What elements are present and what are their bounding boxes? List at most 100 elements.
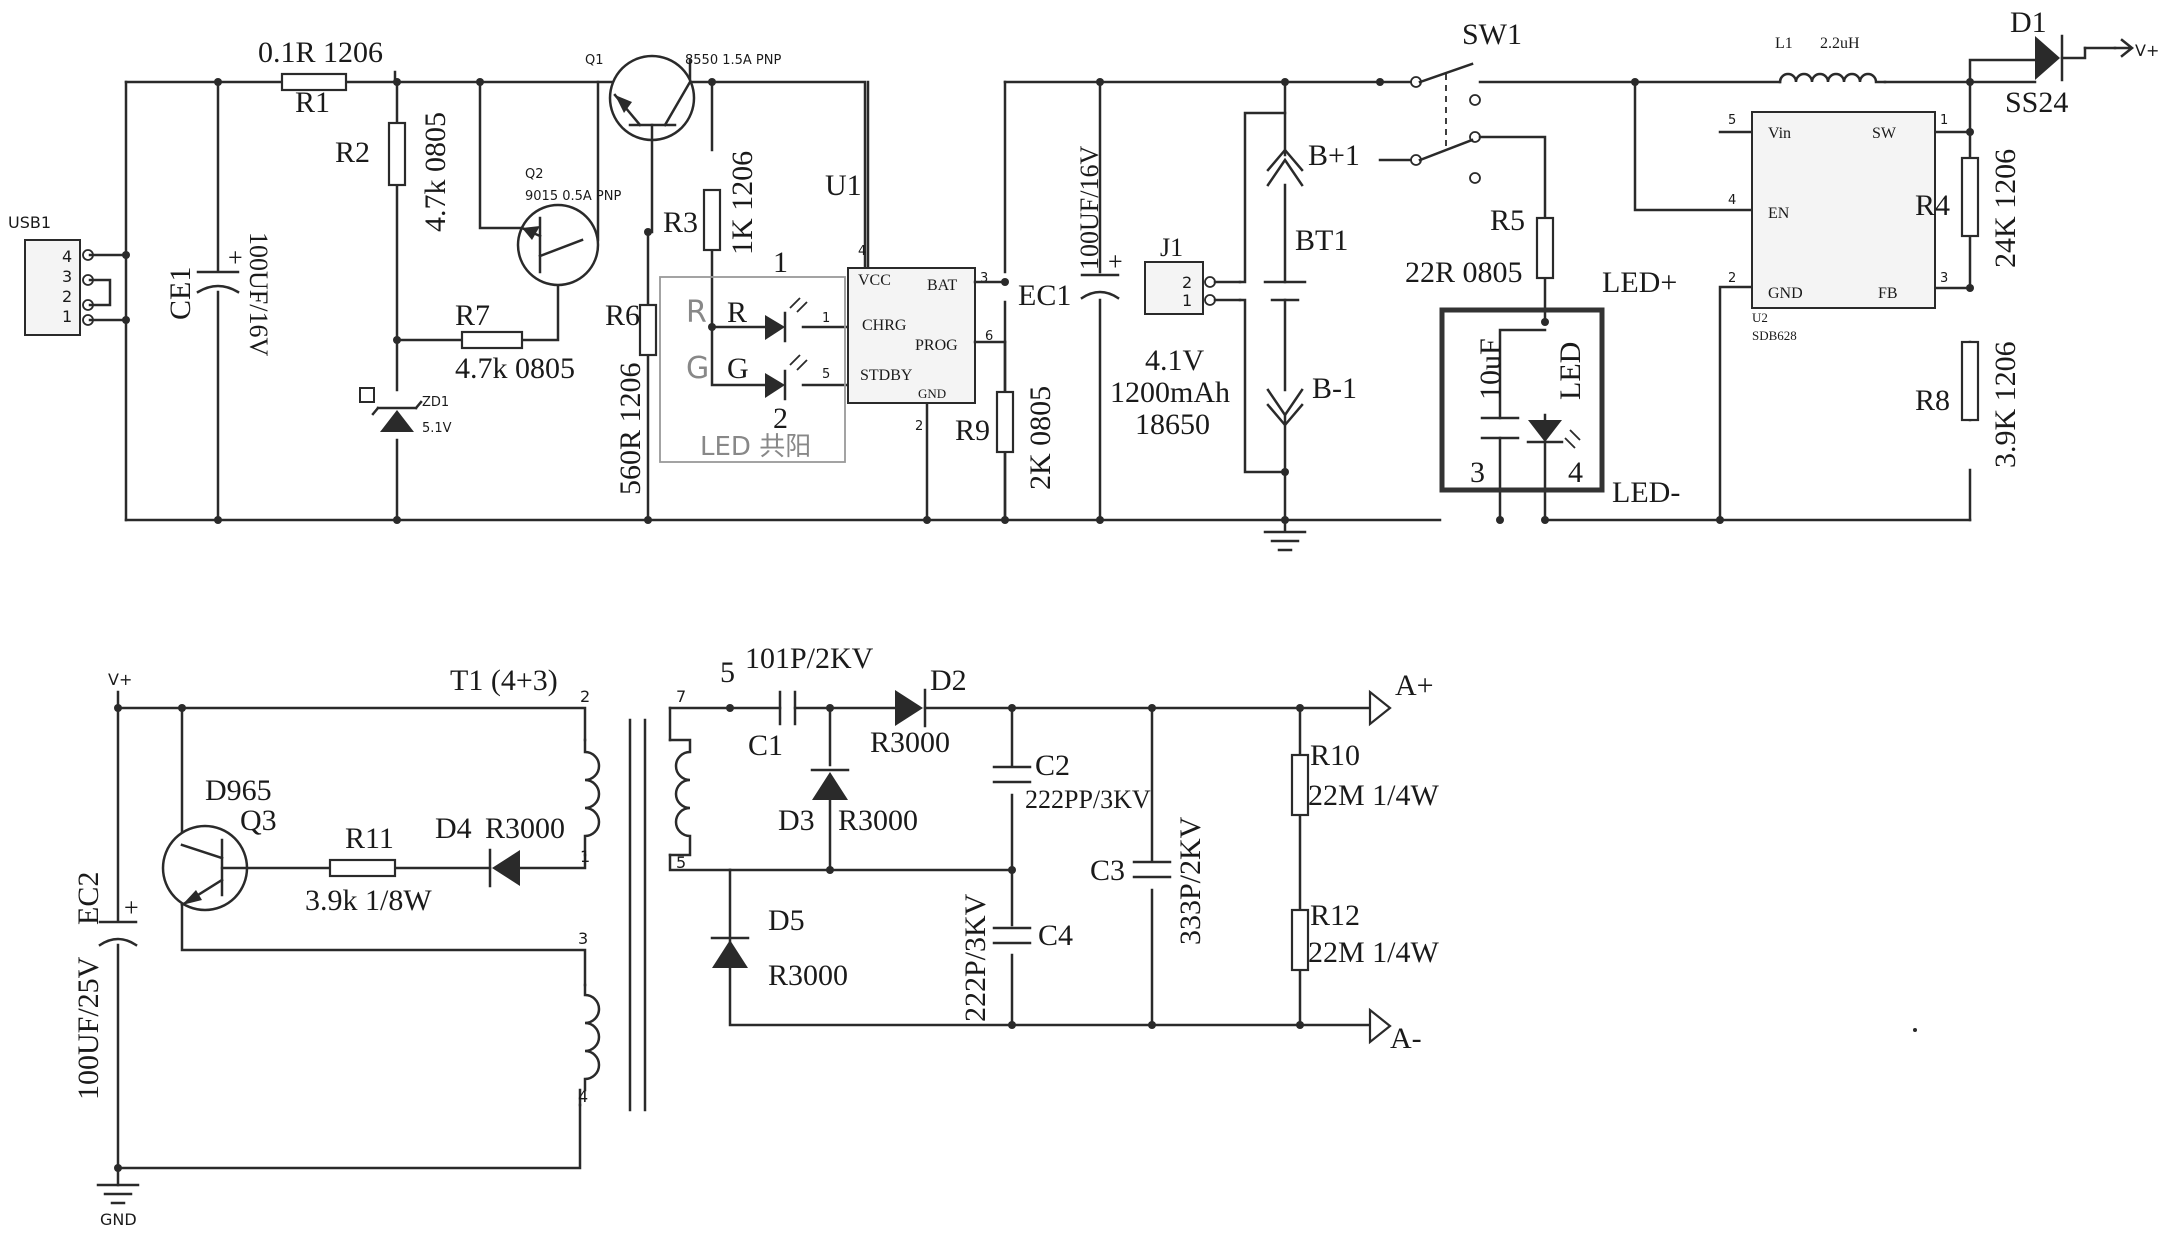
d5-value: R3000 [768, 959, 848, 992]
u2-ref: U2 [1752, 310, 1768, 325]
ce1-ref: CE1 [164, 267, 197, 320]
u2-pin-1: 1 [1940, 113, 1948, 128]
c4-ref: C4 [1038, 919, 1073, 952]
vplus-top: V+ [2135, 41, 2159, 60]
module-pad-4: 4 [1568, 456, 1583, 489]
c1-ref: C1 [748, 729, 783, 762]
r9-value: 2K 0805 [1024, 386, 1057, 490]
q1-ref: Q1 [585, 53, 604, 68]
u1-vcc: VCC [858, 272, 891, 289]
ec1-value: 100UF/16V [1075, 146, 1104, 270]
d2-value: R3000 [870, 726, 950, 759]
u1-pin-3: 3 [980, 271, 988, 286]
u1-bat: BAT [927, 277, 957, 294]
r6-ref: R6 [605, 299, 640, 332]
capacitor-c4: C4 222P/3KV [959, 893, 1073, 1022]
ec1-plus: + [1108, 247, 1123, 276]
battery-voltage: 4.1V [1145, 344, 1205, 377]
r1-value: 0.1R 1206 [258, 36, 383, 69]
q1-value: 8550 1.5A PNP [685, 53, 781, 68]
ce1-value: 100UF/16V [244, 232, 273, 356]
usb-pin-4: 4 [62, 247, 72, 266]
c2-value: 222PP/3KV [1025, 785, 1151, 814]
resistor-r1: 0.1R 1206 R1 [258, 36, 383, 119]
u2-pin-2: 2 [1728, 271, 1736, 286]
r9-ref: R9 [955, 414, 990, 447]
led-group-label: LED 共阳 [700, 432, 811, 462]
diode-d5: D5 R3000 [712, 904, 848, 992]
d4-ref: D4 [435, 812, 472, 845]
vplus-bottom-terminal: V+ [108, 670, 132, 708]
capacitor-c3: C3 333P/2KV [1090, 816, 1207, 945]
led-r-grey: R [686, 295, 707, 330]
u2-pin-4: 4 [1728, 193, 1736, 208]
node-5: 5 [720, 656, 735, 689]
output-terminal-a-minus: A- [1370, 1010, 1422, 1055]
cap-10uf: 10uF [1474, 338, 1507, 400]
q3-type: D965 [205, 774, 272, 807]
u1-stdby: STDBY [860, 367, 913, 384]
diode-d4: D4 R3000 [435, 812, 565, 886]
resistor-r3: R3 1K 1206 [663, 151, 759, 255]
led-plus-label: LED+ [1602, 266, 1677, 299]
usb-pin-3: 3 [62, 267, 72, 286]
led-group-common-anode: 1 2 R G R G LED 共阳 [660, 246, 845, 462]
u2-sw: SW [1872, 125, 1897, 142]
bottom-junction-dots [114, 704, 1304, 1172]
t1-pin-4: 4 [578, 1087, 588, 1106]
usb-connector: USB1 4 3 2 1 [8, 213, 93, 335]
ec2-value: 100UF/25V [72, 956, 105, 1100]
ground-symbol-bottom: GND [98, 1168, 138, 1229]
c4-value: 222P/3KV [959, 893, 992, 1022]
t1-pin-7: 7 [676, 687, 686, 706]
usb-ref: USB1 [8, 213, 51, 232]
u1-pin-1: 1 [822, 311, 830, 326]
a-plus-label: A+ [1395, 669, 1434, 702]
d5-ref: D5 [768, 904, 805, 937]
r4-ref: R4 [1915, 189, 1950, 222]
zener-zd1: ZD1 5.1V [360, 388, 452, 436]
zd1-value: 5.1V [422, 421, 452, 436]
u1-pin-5: 5 [822, 367, 830, 382]
ec2-plus: + [124, 893, 139, 922]
ec2-ref: EC2 [72, 872, 105, 925]
u1-gnd: GND [918, 386, 946, 401]
diode-d1: D1 SS24 V+ [1970, 6, 2159, 119]
a-minus-label: A- [1390, 1022, 1422, 1055]
battery-capacity: 1200mAh [1110, 376, 1230, 409]
l1-value: 2.2uH [1820, 35, 1860, 52]
gnd-label: GND [100, 1210, 137, 1229]
r7-value: 4.7k 0805 [455, 352, 575, 385]
led-label: LED [1554, 342, 1587, 400]
r12-value: 22M 1/4W [1308, 936, 1440, 969]
resistor-r2: R2 4.7k 0805 [335, 112, 452, 232]
r1-ref: R1 [295, 86, 330, 119]
j1-pin-2: 2 [1182, 273, 1192, 292]
u1-pin-4: 4 [858, 244, 866, 259]
diode-d3: D3 R3000 [778, 770, 918, 837]
resistor-r11: R11 3.9k 1/8W [305, 822, 432, 917]
q3-ref: Q3 [240, 804, 277, 837]
boost-ic-u2: Vin SW EN GND FB 5 1 4 2 3 U2 SDB628 [1728, 112, 1948, 343]
bt1-ref: BT1 [1295, 224, 1348, 257]
connector-j1: J1 2 1 [1145, 233, 1240, 314]
sw1-ref: SW1 [1462, 18, 1522, 51]
led-r-label: R [727, 296, 747, 329]
d1-value: SS24 [2005, 86, 2068, 119]
d2-ref: D2 [930, 664, 967, 697]
diode-d2: D2 R3000 [870, 664, 967, 759]
r8-ref: R8 [1915, 384, 1950, 417]
capacitor-c1: 5 101P/2KV C1 [720, 642, 874, 762]
r5-ref: R5 [1490, 204, 1525, 237]
led-pin-1: 1 [773, 246, 788, 279]
r5-value: 22R 0805 [1405, 256, 1523, 289]
inductor-l1: L1 2.2uH [1775, 35, 1885, 82]
j1-pin-1: 1 [1182, 291, 1192, 310]
output-terminal-a-plus: A+ [1370, 669, 1434, 724]
u2-en: EN [1768, 205, 1790, 222]
module-pad-3: 3 [1470, 456, 1485, 489]
r2-ref: R2 [335, 136, 370, 169]
u2-vin: Vin [1768, 125, 1791, 142]
led-g-grey: G [686, 351, 709, 386]
